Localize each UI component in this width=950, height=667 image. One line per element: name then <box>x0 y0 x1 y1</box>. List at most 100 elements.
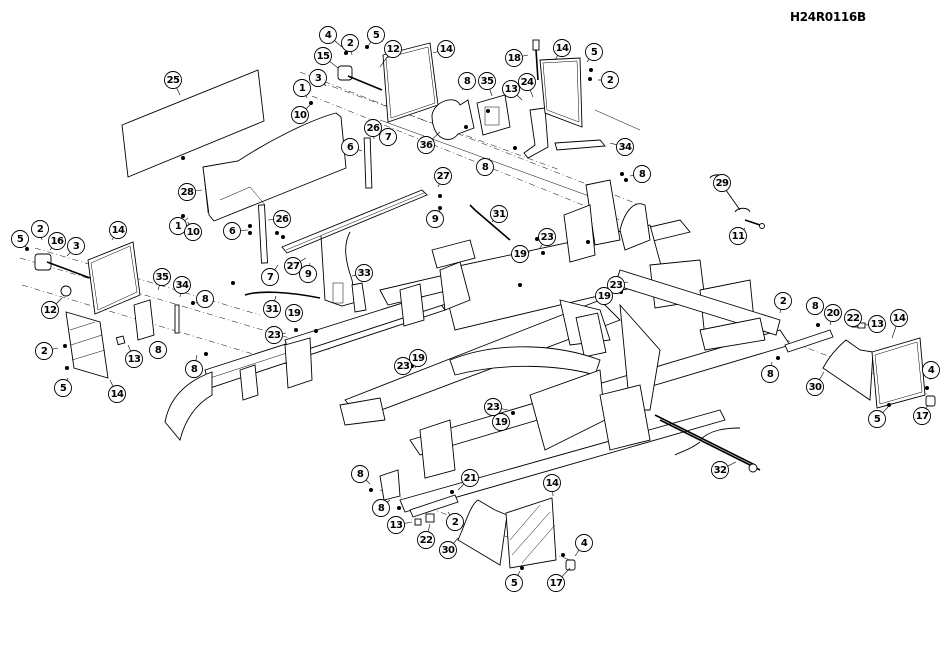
callout-balloon-8: 8 <box>372 499 391 517</box>
balloon-circle <box>713 174 731 192</box>
block-13-left <box>115 335 126 346</box>
leader-line <box>404 521 413 524</box>
leader-line <box>516 94 523 101</box>
callout-number: 14 <box>111 389 124 400</box>
callout-number: 23 <box>268 330 281 341</box>
main-frame <box>164 179 791 513</box>
callout-balloon-5: 5 <box>11 230 29 249</box>
balloon-circle <box>890 309 908 327</box>
balloon-circle <box>41 301 59 319</box>
balloon-circle <box>585 43 603 61</box>
callout-balloon-13: 13 <box>125 344 143 368</box>
leader-line <box>432 131 441 140</box>
callout-balloon-30: 30 <box>806 371 825 396</box>
callout-number: 2 <box>347 38 354 49</box>
callout-number: 7 <box>385 132 392 143</box>
leader-line <box>157 285 160 291</box>
callout-balloon-13: 13 <box>864 315 886 333</box>
callout-number: 6 <box>347 142 354 153</box>
balloon-circle <box>367 26 385 44</box>
panel-25 <box>121 69 265 178</box>
callout-number: 19 <box>495 417 508 428</box>
balloon-circle <box>434 167 452 185</box>
balloon-circle <box>601 71 619 89</box>
callout-number: 24 <box>521 77 534 88</box>
leader-line <box>779 309 782 314</box>
leader-line <box>882 406 889 413</box>
callout-number: 27 <box>437 171 450 182</box>
callout-balloon-5: 5 <box>367 26 385 47</box>
balloon-circle <box>913 407 931 425</box>
balloon-circle <box>184 223 202 241</box>
callout-balloon-9: 9 <box>299 262 317 283</box>
callout-number: 17 <box>550 578 563 589</box>
callout-balloon-2: 2 <box>31 220 49 241</box>
balloon-circle <box>595 287 613 305</box>
callout-number: 26 <box>276 214 289 225</box>
callout-number: 19 <box>514 249 527 260</box>
callout-number: 17 <box>916 411 929 422</box>
callout-number: 2 <box>37 224 44 235</box>
balloon-circle <box>291 106 309 124</box>
block-13-front <box>414 518 422 526</box>
callout-number: 22 <box>847 313 860 324</box>
leader-line <box>522 54 529 57</box>
leader-line <box>624 281 629 284</box>
callout-balloon-9: 9 <box>426 209 444 228</box>
leader-line <box>489 88 493 97</box>
callout-balloon-22: 22 <box>417 523 435 549</box>
balloon-circle <box>364 119 382 137</box>
leader-line <box>447 511 451 516</box>
bracket-30-right <box>822 339 874 401</box>
panel-28 <box>202 112 347 222</box>
callout-number: 1 <box>299 83 306 94</box>
callout-balloon-5: 5 <box>868 406 889 428</box>
callout-number: 8 <box>639 169 646 180</box>
cross-beam <box>281 189 428 254</box>
callout-number: 13 <box>871 319 884 330</box>
callout-balloon-4: 4 <box>922 361 940 381</box>
callout-number: 23 <box>541 232 554 243</box>
callout-balloon-12: 12 <box>41 297 63 319</box>
balloon-circle <box>48 232 66 250</box>
balloon-circle <box>458 72 476 90</box>
callout-number: 15 <box>317 51 330 62</box>
balloon-circle <box>439 541 457 559</box>
balloon-circle <box>394 357 412 375</box>
callout-balloon-4: 4 <box>319 26 343 48</box>
balloon-circle <box>505 574 523 592</box>
leader-line <box>609 142 617 146</box>
callout-balloon-26: 26 <box>267 210 291 228</box>
tube-21 <box>409 494 459 518</box>
leader-line <box>727 461 737 467</box>
callout-balloon-8: 8 <box>761 361 779 383</box>
callout-number: 9 <box>305 269 312 280</box>
callout-number: 34 <box>619 142 632 153</box>
callout-balloon-24: 24 <box>518 73 536 98</box>
leader-line <box>305 104 311 110</box>
callout-balloon-6: 6 <box>223 222 249 240</box>
leader-line <box>529 89 534 98</box>
leader-line <box>351 51 353 56</box>
balloon-circle <box>223 222 241 240</box>
callout-number: 32 <box>714 465 727 476</box>
callout-number: 4 <box>928 365 935 376</box>
callout-balloon-25: 25 <box>164 71 182 96</box>
callout-number: 8 <box>812 301 819 312</box>
leader-line <box>379 55 389 68</box>
callout-balloon-2: 2 <box>774 292 792 314</box>
bar-34-upper <box>554 139 606 151</box>
callout-number: 14 <box>556 43 569 54</box>
callout-number: 1 <box>175 221 182 232</box>
balloon-circle <box>616 138 634 156</box>
balloon-circle <box>502 80 520 98</box>
callout-balloon-19: 19 <box>285 304 303 323</box>
balloon-circle <box>922 361 940 379</box>
harness-32 <box>654 414 761 473</box>
leader-line <box>66 252 71 257</box>
balloon-circle <box>196 290 214 308</box>
leader-line <box>457 483 465 491</box>
callout-number: 13 <box>128 354 141 365</box>
leader-line <box>282 332 287 334</box>
callout-number: 23 <box>487 402 500 413</box>
